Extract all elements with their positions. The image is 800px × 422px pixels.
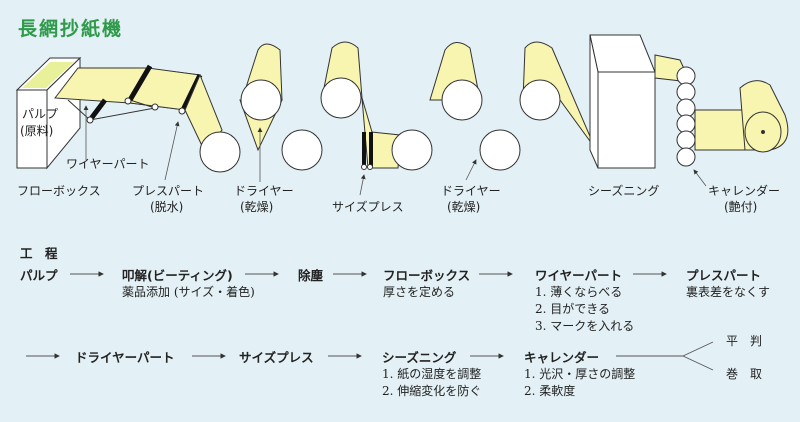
step-size-press: サイズプレス: [239, 350, 314, 365]
step-flow-box: フローボックス厚さを定める: [383, 268, 471, 299]
step-beating: 叩解(ビーティング)薬品添加 (サイズ・着色): [122, 268, 255, 299]
label-wire-part: ワイヤーパート: [66, 157, 150, 171]
dryer-group-1: [199, 41, 363, 173]
label-dryer-1-sub: (乾燥): [240, 200, 273, 214]
step-dust-removal: 除塵: [298, 268, 324, 283]
label-press-part: プレスパート: [132, 184, 204, 198]
step-pulp: パルプ: [20, 268, 58, 283]
output-roll: 巻 取: [726, 367, 763, 381]
dryer-group-2: [391, 41, 596, 171]
diagram-title: 長網抄紙機: [18, 18, 124, 40]
label-flow-box: フローボックス: [17, 184, 101, 198]
process-heading: 工 程: [20, 246, 58, 261]
label-pulp: パルプ: [22, 107, 58, 121]
seasoning-box: [589, 34, 656, 169]
label-dryer-1: ドライヤー: [234, 184, 294, 198]
step-dryer-part: ドライヤーパート: [75, 350, 175, 365]
label-pulp-raw: (原料): [20, 124, 53, 138]
output-sheet: 平 判: [726, 334, 763, 348]
label-seasoning: シーズニング: [588, 183, 659, 198]
label-dryer-2: ドライヤー: [441, 184, 501, 198]
label-size-press: サイズプレス: [332, 199, 404, 214]
process-arrows: [26, 271, 714, 371]
calender-stack: [676, 66, 696, 167]
label-calender: キャレンダー: [708, 183, 780, 198]
label-dryer-2-sub: (乾燥): [447, 200, 480, 214]
size-press: [361, 97, 401, 170]
step-press-part: プレスパート裏表差をなくす: [686, 268, 771, 299]
label-press-part-sub: (脱水): [150, 199, 183, 214]
paper-reel: [739, 80, 789, 153]
label-calender-sub: (艶付): [724, 199, 757, 214]
